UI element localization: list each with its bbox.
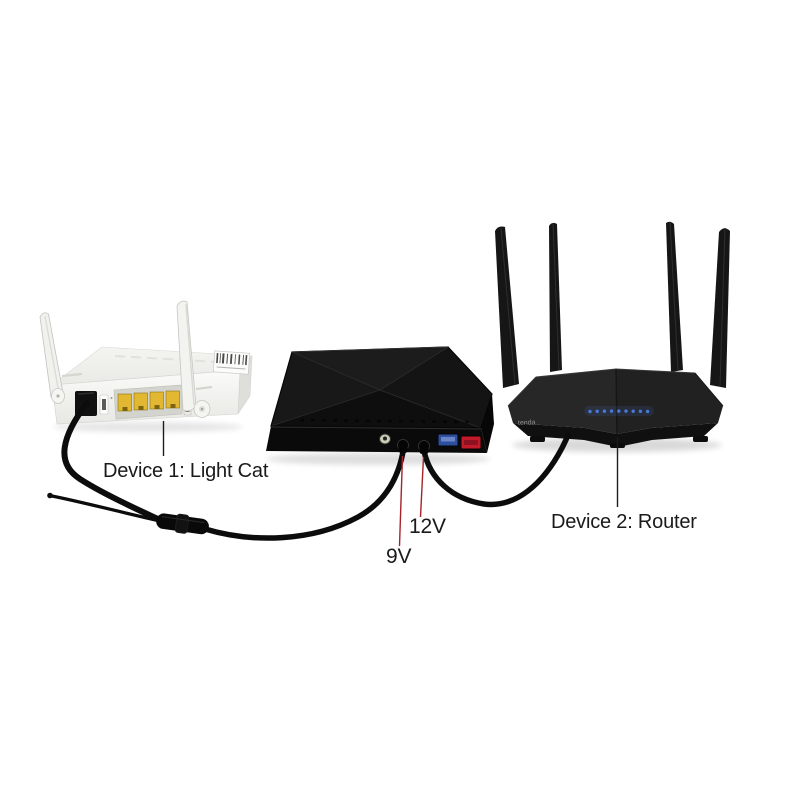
modem-ethernet-port-notches [122, 404, 176, 411]
dc-plug-9v [398, 441, 408, 453]
modem-barcode-sticker [212, 350, 251, 375]
leader-line-12v [419, 456, 425, 518]
cable-stub-tip [47, 492, 53, 499]
cable-coupler [156, 513, 209, 535]
modem-ethernet-ports [117, 390, 180, 412]
router-foot [693, 436, 708, 442]
router-antenna-4 [710, 228, 730, 388]
router-led-row [588, 409, 650, 414]
device1-label: Device 1: Light Cat [103, 460, 269, 482]
cables [50, 400, 571, 541]
router-antenna-2 [549, 222, 562, 372]
ups-device [266, 346, 494, 453]
ups-right-face [481, 394, 494, 453]
modem-embossed-text [195, 386, 213, 390]
ups-usb-port-blue [437, 433, 459, 447]
modem-device [39, 300, 253, 425]
leader-lines-black [162, 421, 619, 507]
cable-12v-to-router [421, 432, 571, 508]
ups-front-face [266, 426, 487, 453]
leader-lines-red [398, 455, 425, 547]
router-front-face [513, 423, 718, 447]
device2-label: Device 2: Router [551, 511, 697, 533]
label-12v: 12V [409, 515, 446, 538]
router-device: tenda [495, 221, 730, 448]
modem-reset-hole [110, 397, 113, 399]
dc-plug-12v [419, 442, 429, 454]
router-foot [530, 436, 545, 442]
router-antenna-1 [495, 226, 519, 388]
cable-modem-to-coupler [61, 400, 163, 523]
leader-line-9v [398, 455, 404, 547]
router-brand-logo: tenda [518, 419, 536, 427]
modem-embossed-text [61, 372, 83, 378]
cable-coupler-to-9v [202, 449, 406, 541]
router-top-right [616, 369, 723, 434]
label-9v: 9V [386, 545, 412, 568]
ups-usb-port-red [460, 435, 482, 450]
cable-stub-wire [50, 494, 162, 523]
router-top-left [508, 369, 617, 434]
